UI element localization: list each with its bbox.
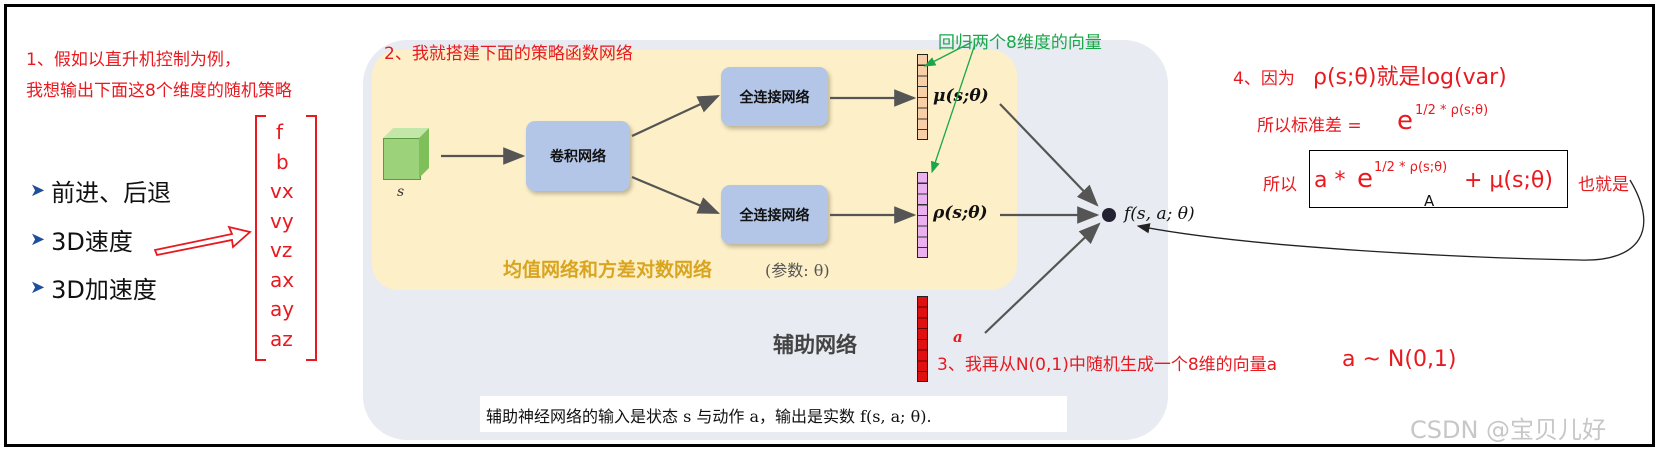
outer-frame xyxy=(4,4,1655,447)
caption-box: 辅助神经网络的输入是状态 s 与动作 a，输出是实数 f(s, a; θ). xyxy=(480,396,1067,432)
mu-label: μ(s;θ) xyxy=(933,86,989,106)
bullet-text: 3D加速度 xyxy=(51,276,157,304)
note3-distribution: a ~ N(0,1) xyxy=(1342,347,1457,372)
dim-item: vx xyxy=(270,179,294,203)
rho-label: ρ(s;θ) xyxy=(933,203,988,223)
dim-item: vz xyxy=(270,238,293,262)
aux-network-label: 辅助网络 xyxy=(773,332,857,357)
green-arrow-to-mu xyxy=(923,41,973,67)
note4-title-prefix: 4、因为 xyxy=(1233,69,1295,89)
fc-network-mu-box: 全连接网络 xyxy=(721,67,828,126)
rho-output-vector xyxy=(917,172,928,258)
mu-output-vector xyxy=(917,54,928,140)
green-arrow-to-rho xyxy=(930,43,976,174)
dim-item: ax xyxy=(270,267,295,292)
caption-text: 辅助神经网络的输入是状态 s 与动作 a，输出是实数 f(s, a; θ). xyxy=(486,407,932,426)
dimension-items: f b vx vy vz ax ay az xyxy=(262,118,310,354)
output-node xyxy=(1102,208,1116,222)
std-prefix: 所以标准差 = xyxy=(1257,116,1362,136)
mean-variance-label: 均值网络和方差对数网络 xyxy=(503,259,713,281)
state-label: s xyxy=(397,184,405,200)
watermark: CSDN @宝贝儿好 xyxy=(1410,416,1607,444)
arrow-mu-to-output xyxy=(999,103,1099,207)
note4-title-formula: ρ(s;θ)就是log(var) xyxy=(1313,65,1507,90)
bullet-arrow-icon: ➤ xyxy=(30,180,46,201)
also-label: 也就是 xyxy=(1578,175,1629,195)
f-label: f(s, a; θ) xyxy=(1124,204,1195,224)
hollow-red-arrow xyxy=(153,225,252,257)
fc-network-rho-box: 全连接网络 xyxy=(721,185,828,244)
A-label: A xyxy=(1424,192,1435,210)
bullet-arrow-icon: ➤ xyxy=(30,277,46,298)
formula-a: a * xyxy=(1314,168,1346,193)
green-note: 回归两个8维度的向量 xyxy=(938,33,1102,53)
bullet-arrow-icon: ➤ xyxy=(30,229,46,250)
dim-item: vy xyxy=(270,208,294,233)
a-label: a xyxy=(953,328,963,346)
formula-exponent: 1/2 * ρ(s;θ) xyxy=(1374,160,1448,175)
a-input-vector xyxy=(917,296,928,382)
dim-item: f xyxy=(276,120,284,144)
curved-arrow-to-f xyxy=(1136,179,1645,261)
bullet-3d-velocity: ➤3D速度 xyxy=(30,222,133,257)
therefore-label: 所以 xyxy=(1263,175,1297,195)
bullet-forward-back: ➤前进、后退 xyxy=(30,173,171,208)
formula-plus-mu: + μ(s;θ) xyxy=(1464,168,1553,193)
note2: 2、我就搭建下面的策略函数网络 xyxy=(384,44,633,64)
param-label: (参数: θ) xyxy=(765,261,830,280)
dim-item: b xyxy=(276,149,289,174)
bullet-text: 3D速度 xyxy=(51,228,133,256)
bullet-3d-acceleration: ➤3D加速度 xyxy=(30,270,157,305)
note1-line2: 我想输出下面这8个维度的随机策略 xyxy=(26,81,292,101)
std-e: e xyxy=(1397,106,1413,136)
dim-item: ay xyxy=(270,297,295,321)
formula-box xyxy=(1309,150,1568,208)
conv-network-box: 卷积网络 xyxy=(526,121,630,191)
note3: 3、我再从N(0,1)中随机生成一个8维的向量a xyxy=(937,355,1278,375)
arrow-conv-to-fc-rho xyxy=(631,175,721,215)
dim-item: az xyxy=(270,326,293,351)
std-exponent: 1/2 * ρ(s;θ) xyxy=(1415,103,1489,118)
note1-line1: 1、假如以直升机控制为例， xyxy=(26,50,241,70)
state-cube-icon xyxy=(383,128,431,180)
dimension-bracket-cover xyxy=(266,112,306,364)
formula-e: e xyxy=(1357,164,1373,194)
bullet-text: 前进、后退 xyxy=(51,179,172,207)
arrow-a-to-output xyxy=(984,222,1101,334)
arrow-conv-to-fc-mu xyxy=(631,95,720,137)
